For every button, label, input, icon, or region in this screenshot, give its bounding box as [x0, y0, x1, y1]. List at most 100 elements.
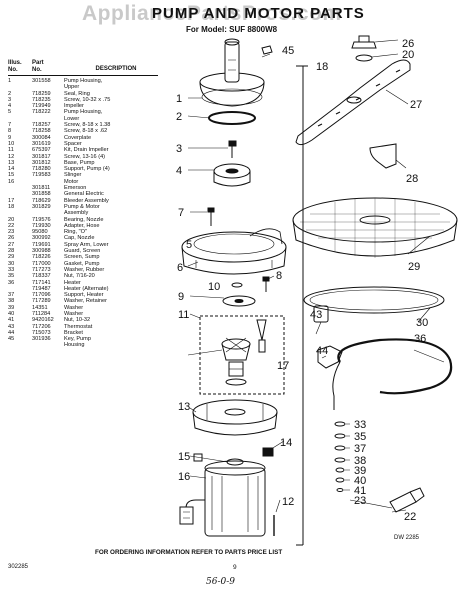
callout-9: 9: [178, 291, 184, 303]
illus-no-cell: 14: [8, 166, 15, 173]
callout-41: 41: [354, 485, 366, 497]
callout-3: 3: [176, 143, 182, 155]
illus-no-cell: 35: [8, 273, 15, 280]
part-no-cell: 717206: [32, 323, 51, 330]
thermostat-bracket: [317, 345, 343, 369]
pump-housing-key: [261, 45, 273, 55]
description-cell: Support, Pump (4): [64, 166, 110, 173]
illus-no-cell: 3: [8, 96, 12, 103]
callout-43: 43: [310, 309, 322, 321]
illus-no-cell: 22: [8, 222, 15, 229]
illus-no-cell: 7: [8, 122, 12, 129]
part-no-cell: 300084: [32, 134, 51, 141]
callout-36: 36: [414, 333, 426, 345]
pump-gasket: [303, 286, 445, 314]
description-cell: Heater: [64, 279, 81, 286]
callout-8: 8: [276, 270, 282, 282]
description-cell: Impeller: [64, 103, 84, 110]
seal-ring: [208, 111, 256, 125]
part-no-cell: 717000: [32, 260, 51, 267]
table-row: 9 300084 Coverplate: [8, 135, 168, 141]
callout-28: 28: [406, 173, 418, 185]
description-cell: Emerson: [64, 185, 87, 192]
callout-6: 6: [177, 262, 183, 274]
part-no-cell: 719576: [32, 216, 51, 223]
table-row: 7 718257 Screw, 8-18 x 1.38: [8, 122, 168, 128]
description-cell: Screw, 8-18 x 1.38: [64, 122, 111, 129]
table-row: Assembly: [8, 210, 168, 216]
coverplate: [222, 295, 256, 307]
drawing-number: DW 2285: [394, 535, 420, 541]
part-no-cell: 9420162: [32, 317, 54, 324]
part-no-cell: 300992: [32, 235, 51, 242]
hose-adapter: [389, 487, 425, 513]
part-no-cell: 14351: [32, 304, 48, 311]
table-row: 301811 Emerson: [8, 185, 168, 191]
description-cell: Screw, 10-32 x .75: [64, 96, 111, 103]
header-part-no: Part No.: [32, 60, 44, 73]
description-cell: Seal, Ring: [64, 90, 90, 97]
document-number: 302285: [8, 564, 29, 570]
illus-no-cell: 28: [8, 248, 15, 255]
header-rule: [8, 75, 158, 76]
table-row: Upper: [8, 84, 168, 90]
pump-base: [192, 399, 278, 436]
part-no-cell: 718222: [32, 109, 51, 116]
illus-no-cell: 17: [8, 197, 15, 204]
description-cell: Nut, 7/16-20: [64, 273, 95, 280]
part-no-cell: 719691: [32, 241, 51, 248]
callout-4: 4: [176, 165, 182, 177]
slinger: [226, 458, 244, 466]
illus-no-cell: 38: [8, 298, 15, 305]
illus-no-cell: 2: [8, 90, 12, 97]
part-no-cell: 300988: [32, 248, 51, 255]
callout-2: 2: [176, 111, 182, 123]
callout-20: 20: [402, 49, 414, 61]
illus-no-cell: 9: [8, 134, 12, 141]
table-row: Housing: [8, 342, 168, 348]
callout-5: 5: [186, 239, 192, 251]
callout-40: 40: [354, 475, 366, 487]
callout-13: 13: [178, 401, 190, 413]
description-cell: Washer, Retainer: [64, 298, 108, 305]
watermark: AppliancePartsPros.com: [82, 2, 342, 25]
callout-14: 14: [280, 437, 292, 449]
description-cell: Screen, Sump: [64, 254, 100, 261]
description-cell: Washer, Rubber: [64, 266, 105, 273]
illus-no-cell: 23: [8, 229, 15, 236]
motor: [179, 460, 266, 537]
part-no-cell: 715073: [32, 329, 51, 336]
callout-35: 35: [354, 431, 366, 443]
description-cell: Coverplate: [64, 134, 92, 141]
illus-no-cell: 39: [8, 304, 15, 311]
header-description: DESCRIPTION: [95, 66, 137, 72]
description-cell: Support, Heater: [64, 292, 104, 299]
illus-no-cell: 15: [8, 172, 15, 179]
part-no-cell: 719583: [32, 172, 51, 179]
description-cell: Nut, 10-32: [64, 317, 91, 324]
part-no-cell: 301558: [32, 78, 51, 84]
part-no-cell: 301619: [32, 140, 51, 147]
description-cell: Assembly: [64, 210, 89, 217]
description-cell: Bleeder Assembly: [64, 197, 109, 204]
part-no-cell: 718257: [32, 122, 51, 129]
part-no-cell: 301811: [32, 185, 51, 192]
illus-no-cell: 30: [8, 260, 15, 267]
header-illus-no: Illus. No.: [8, 60, 22, 73]
drain-impeller: [221, 337, 251, 386]
